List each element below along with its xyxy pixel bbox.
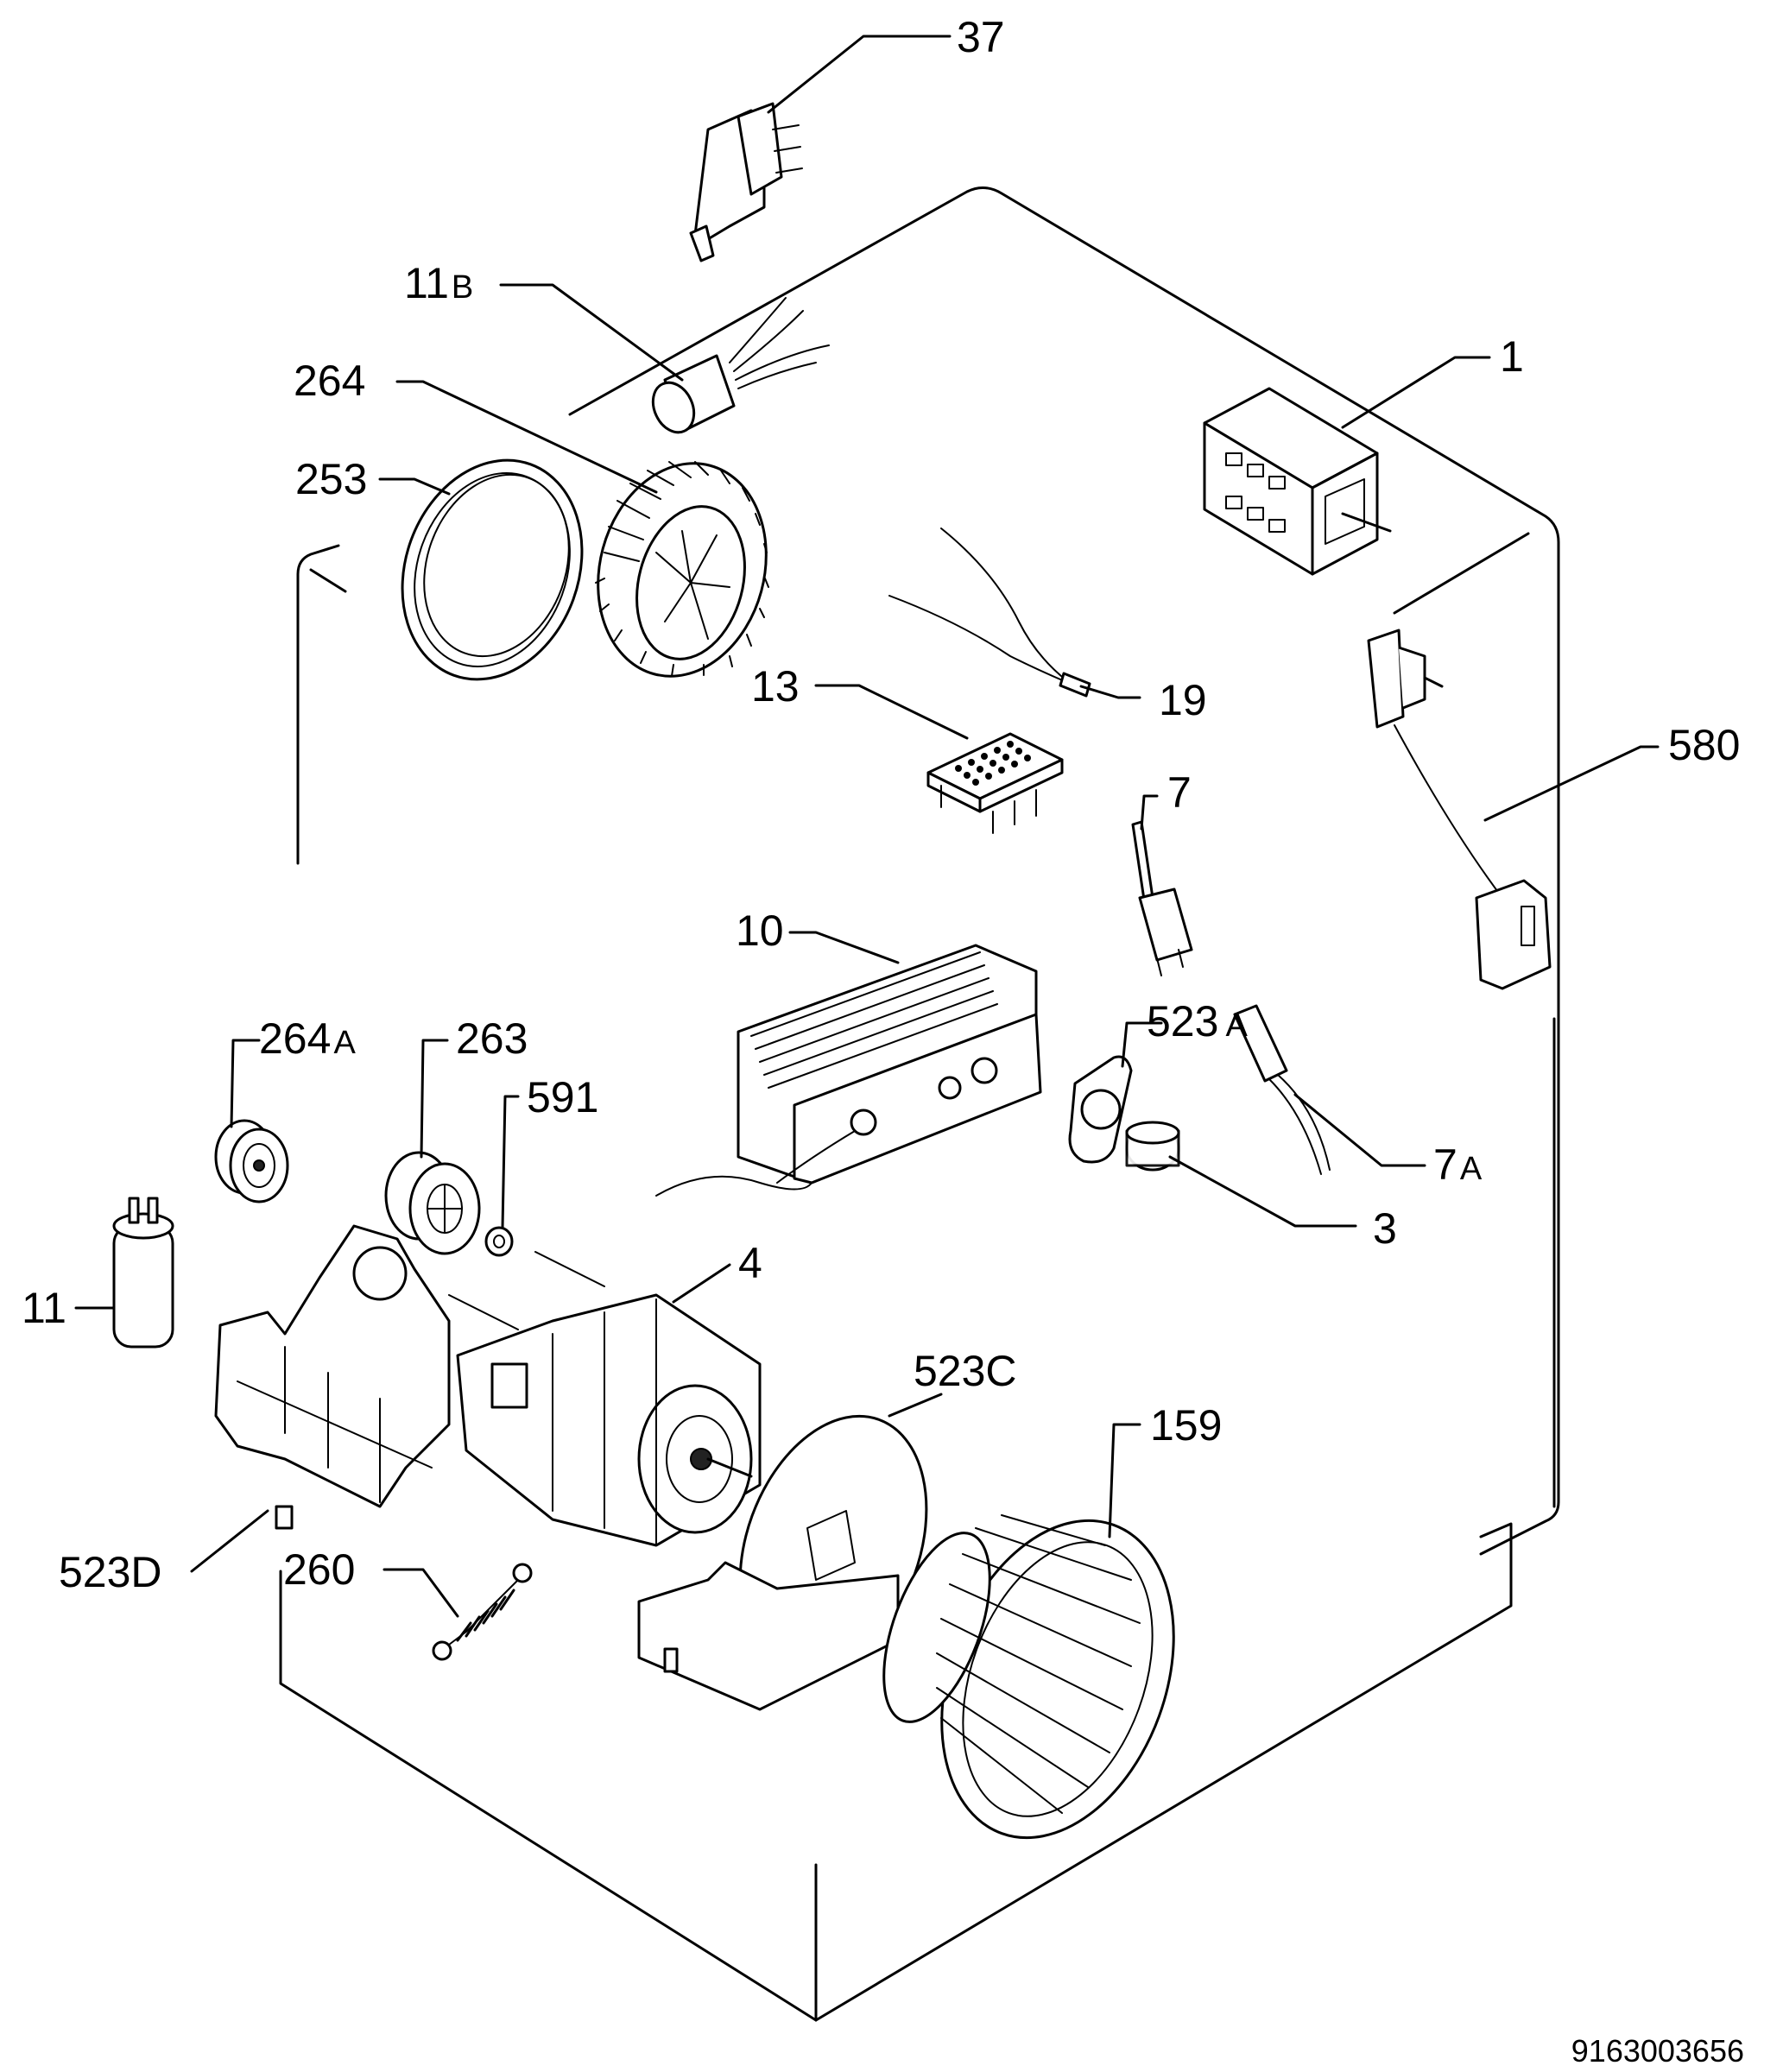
switch-580	[1367, 629, 1552, 990]
document-number: 9163003656	[1571, 2033, 1744, 2069]
label-263: 263	[456, 1014, 528, 1063]
thermostat-7a	[1233, 1004, 1331, 1175]
capacitor-11	[112, 1197, 174, 1349]
label-159: 159	[1150, 1401, 1222, 1450]
label-253: 253	[295, 455, 367, 503]
label-1: 1	[1500, 332, 1524, 381]
thermostat-3	[1125, 1121, 1180, 1172]
terminal-block-13	[926, 732, 1064, 834]
backplate-523c	[637, 1414, 928, 1711]
drum-fan-159	[882, 1514, 1175, 1840]
washer-591	[484, 1226, 514, 1257]
cabinet-outline	[279, 186, 1560, 2022]
thermostat-7	[1131, 820, 1193, 976]
label-3: 3	[1373, 1204, 1397, 1253]
label-523c: 523C	[914, 1347, 1017, 1395]
label-264: 264	[294, 357, 365, 405]
label-264a: 264A	[259, 1014, 356, 1063]
ring-253	[401, 458, 584, 681]
label-10: 10	[736, 906, 784, 955]
label-260: 260	[283, 1545, 355, 1594]
label-11: 11	[22, 1284, 66, 1332]
label-19: 19	[1159, 676, 1207, 724]
connector-37	[689, 102, 803, 262]
impeller-264	[595, 461, 769, 678]
gasket-523a	[1068, 1055, 1133, 1164]
label-580: 580	[1668, 721, 1740, 769]
label-37: 37	[957, 13, 1005, 61]
spring-260	[432, 1563, 533, 1661]
label-591: 591	[527, 1073, 598, 1121]
motor-frame-523d	[214, 1224, 451, 1530]
label-13: 13	[751, 662, 800, 711]
heater-10	[655, 944, 1042, 1197]
pulley-264a	[214, 1119, 289, 1203]
pulley-263	[384, 1151, 481, 1255]
label-523d: 523D	[59, 1548, 162, 1596]
programmer-1	[1203, 387, 1392, 576]
label-7: 7	[1167, 768, 1192, 817]
leader-lines	[74, 35, 1660, 1618]
label-4: 4	[738, 1239, 762, 1287]
capacitor-11b	[651, 297, 830, 434]
label-7a: 7A	[1433, 1140, 1483, 1189]
motor-4	[448, 1251, 762, 1547]
label-11b: 11B	[404, 259, 473, 307]
sensor-19	[888, 527, 1091, 698]
